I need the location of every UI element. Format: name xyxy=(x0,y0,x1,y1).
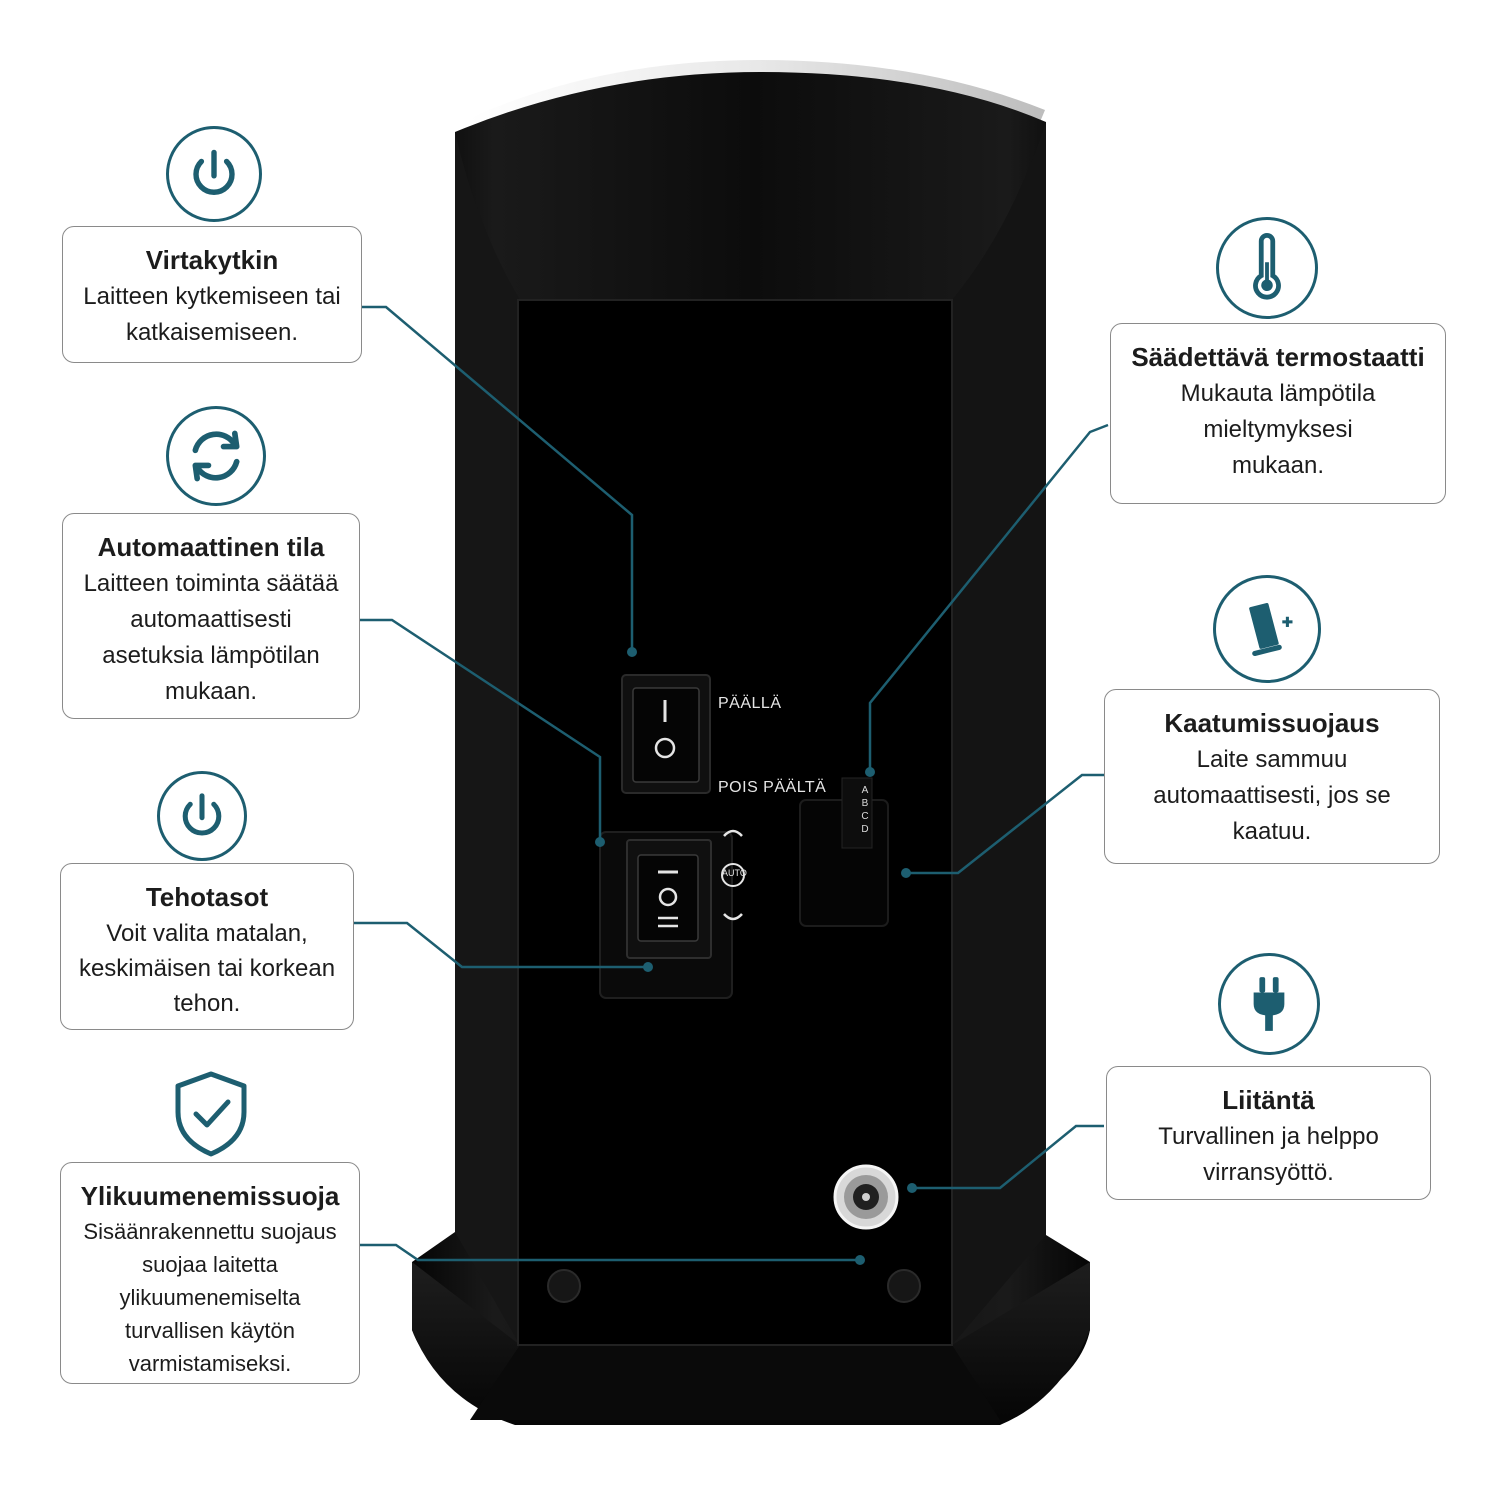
leader-power-switch xyxy=(362,305,634,652)
leader-connection xyxy=(912,1124,1104,1190)
thermostat-mark: C xyxy=(861,811,869,822)
callout-thermostat: Säädettävä termostaatti Mukauta lämpötil… xyxy=(1110,323,1446,504)
callout-description: Sisäänrakennettu suojaus suojaa laitetta… xyxy=(83,1219,337,1376)
callout-title: Säädettävä termostaatti xyxy=(1131,342,1425,372)
callout-connection: Liitäntä Turvallinen ja helppo virransyö… xyxy=(1106,1066,1431,1200)
callout-tip-over: Kaatumissuojaus Laite sammuu automaattis… xyxy=(1104,689,1440,864)
thermostat-mark: A xyxy=(861,785,869,796)
refresh-icon xyxy=(166,406,266,506)
leader-overheat xyxy=(360,1243,860,1262)
leader-tip-over xyxy=(906,773,1104,875)
power-switch xyxy=(632,687,700,783)
callout-description: Turvallinen ja helppo virransyöttö. xyxy=(1158,1123,1379,1186)
callout-title: Tehotasot xyxy=(145,882,269,912)
callout-title: Ylikuumenemissuoja xyxy=(80,1181,340,1211)
plug-icon xyxy=(1218,953,1320,1055)
thermostat-marks: A B C D xyxy=(858,784,872,836)
callout-power-levels: Tehotasot Voit valita matalan, keskimäis… xyxy=(60,863,354,1030)
thermometer-icon xyxy=(1216,217,1318,319)
callout-description: Mukauta lämpötila mieltymyksesi mukaan. xyxy=(1180,380,1376,479)
thermostat-mark: B xyxy=(861,798,869,809)
callout-title: Liitäntä xyxy=(1222,1085,1315,1115)
power-icon xyxy=(157,771,247,861)
callout-description: Voit valita matalan, keskimäisen tai kor… xyxy=(78,920,336,1017)
callout-auto-mode: Automaattinen tila Laitteen toiminta sää… xyxy=(62,513,360,719)
callout-title: Automaattinen tila xyxy=(97,532,325,562)
leader-thermostat xyxy=(868,423,1109,772)
callout-description: Laitteen toiminta säätää automaattisesti… xyxy=(83,570,339,705)
callout-overheat: Ylikuumenemissuoja Sisäänrakennettu suoj… xyxy=(60,1162,360,1384)
callout-title: Virtakytkin xyxy=(145,245,279,275)
off-label: POIS PÄÄLTÄ xyxy=(718,779,827,796)
callout-description: Laitteen kytkemiseen tai katkaisemiseen. xyxy=(83,283,341,346)
screw-hole xyxy=(547,1269,581,1303)
callout-title: Kaatumissuojaus xyxy=(1164,708,1380,738)
callout-power-switch: Virtakytkin Laitteen kytkemiseen tai kat… xyxy=(62,226,362,363)
power-icon xyxy=(166,126,262,222)
leader-auto-mode xyxy=(360,618,602,842)
leader-lines xyxy=(354,305,1109,1262)
leader-power-levels xyxy=(354,921,648,969)
thermostat-dial xyxy=(841,777,873,849)
tip-over-icon xyxy=(1213,575,1321,683)
callout-description: Laite sammuu automaattisesti, jos se kaa… xyxy=(1153,746,1391,845)
top-rim xyxy=(470,60,1045,128)
on-label: PÄÄLLÄ xyxy=(718,695,782,712)
thermostat-mark: D xyxy=(861,824,869,835)
shield-check-icon xyxy=(170,1068,252,1160)
screw-hole xyxy=(887,1269,921,1303)
auto-label: AUTO xyxy=(722,868,747,878)
